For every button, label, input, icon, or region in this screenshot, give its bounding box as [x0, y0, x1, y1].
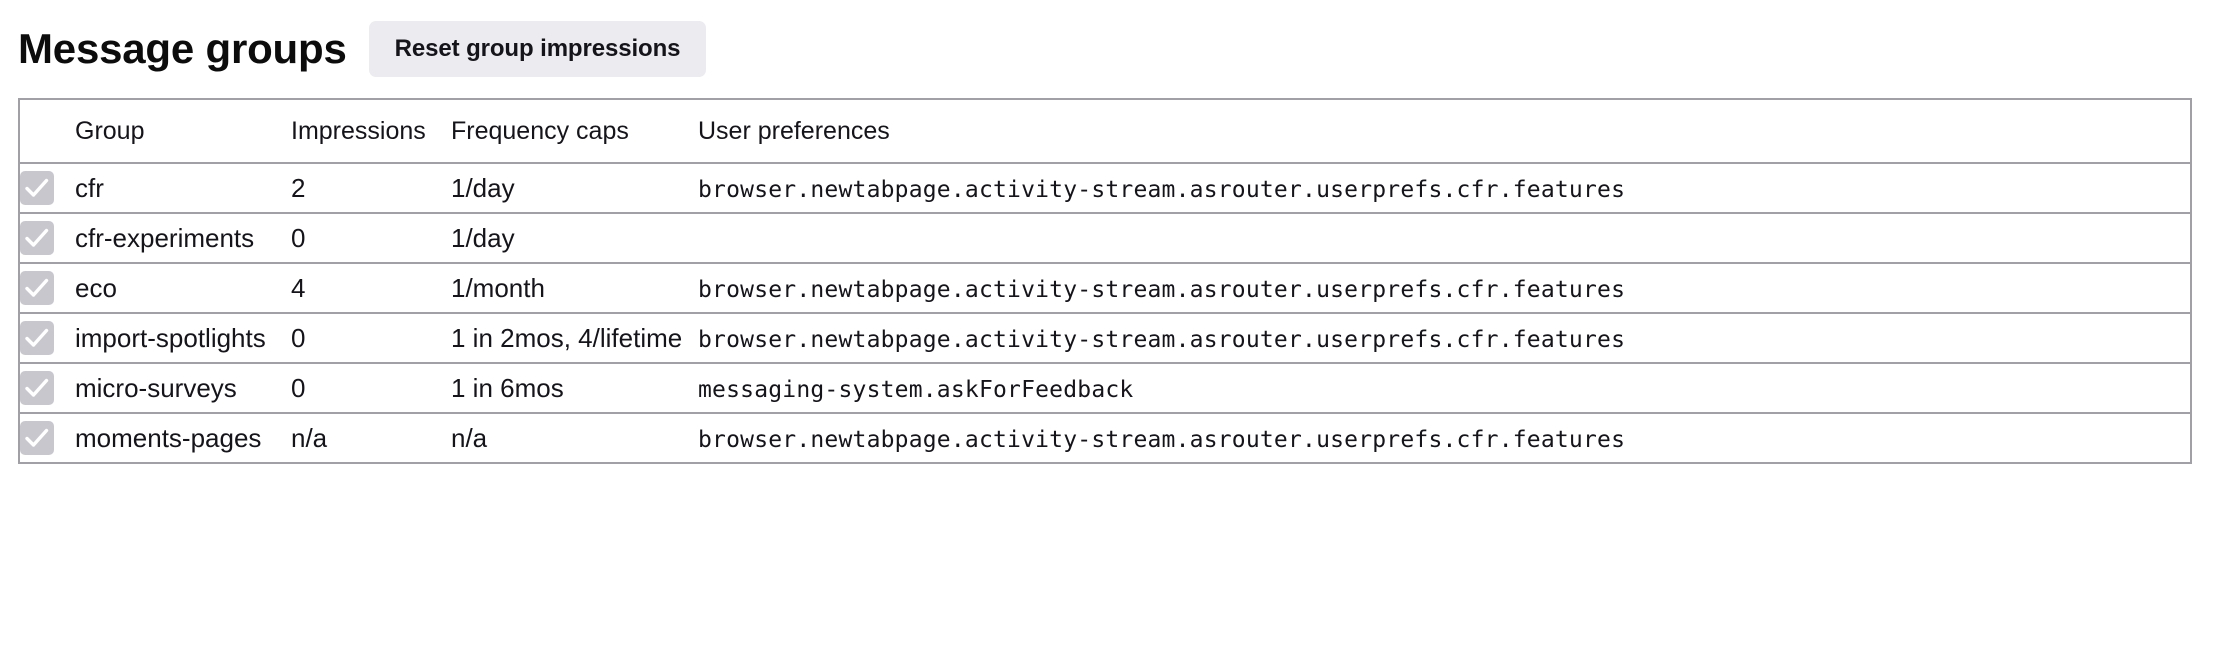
column-header-impressions: Impressions: [291, 99, 451, 164]
cell-impressions: 0: [291, 313, 451, 364]
row-enabled-cell: [19, 263, 75, 314]
row-enabled-cell: [19, 313, 75, 364]
cell-frequency-caps: 1 in 2mos, 4/lifetime: [451, 313, 698, 364]
cell-user-preferences: browser.newtabpage.activity-stream.asrou…: [698, 313, 2191, 364]
checkmark-icon: [25, 278, 49, 297]
cell-impressions: n/a: [291, 422, 328, 453]
column-header-frequency-caps: Frequency caps: [451, 99, 698, 164]
column-header-user-preferences: User preferences: [698, 99, 2191, 164]
cell-impressions: 0: [291, 213, 451, 264]
cell-group: moments-pages: [75, 422, 262, 453]
cell-frequency-caps: 1/day: [451, 163, 698, 214]
cell-group: cfr-experiments: [75, 213, 291, 264]
message-groups-table: Group Impressions Frequency caps User pr…: [18, 98, 2192, 464]
cell-user-preferences: browser.newtabpage.activity-stream.asrou…: [698, 163, 2191, 214]
checkmark-icon: [25, 328, 49, 347]
cell-user-preferences: messaging-system.askForFeedback: [698, 363, 2191, 414]
user-preference-path: messaging-system.askForFeedback: [698, 376, 1134, 403]
cell-group: import-spotlights: [75, 313, 291, 364]
row-enabled-cell: [19, 363, 75, 414]
cell-frequency-caps: 1/month: [451, 263, 698, 314]
group-enabled-checkbox[interactable]: [20, 171, 54, 206]
cell-frequency-caps: n/a: [451, 422, 488, 453]
checkmark-icon: [25, 178, 49, 197]
cell-user-preferences: [698, 213, 2191, 264]
cell-frequency-caps: 1 in 6mos: [451, 363, 698, 414]
group-enabled-checkbox[interactable]: [20, 321, 54, 356]
user-preference-path: browser.newtabpage.activity-stream.asrou…: [698, 426, 1626, 453]
page-header: Message groups Reset group impressions: [0, 0, 2236, 98]
cell-group: eco: [75, 263, 291, 314]
cell-group: micro-surveys: [75, 363, 291, 414]
cell-group: cfr: [75, 163, 291, 214]
user-preference-path: browser.newtabpage.activity-stream.asrou…: [698, 326, 1626, 353]
page-title: Message groups: [18, 25, 347, 72]
group-enabled-checkbox[interactable]: [20, 221, 54, 256]
user-preference-path: browser.newtabpage.activity-stream.asrou…: [698, 176, 1626, 203]
row-enabled-cell: [19, 163, 75, 214]
checkmark-icon: [25, 378, 49, 397]
table-header-row: Group Impressions Frequency caps User pr…: [19, 99, 2191, 164]
checkmark-icon: [25, 428, 49, 447]
group-enabled-checkbox[interactable]: [20, 271, 54, 306]
reset-group-impressions-button[interactable]: Reset group impressions: [368, 21, 707, 77]
row-enabled-cell: [19, 213, 75, 264]
message-groups-table-container: Group Impressions Frequency caps User pr…: [0, 98, 2236, 464]
column-header-checkbox: [19, 99, 75, 164]
user-preference-path: browser.newtabpage.activity-stream.asrou…: [698, 276, 1626, 303]
table-row: moments-pages n/a n/a browser.newtabpage.ac…: [19, 413, 2191, 463]
group-enabled-checkbox[interactable]: [20, 421, 54, 456]
table-header: Group Impressions Frequency caps User pr…: [19, 99, 2191, 164]
cell-user-preferences: browser.newtabpage.activity-stream.asrou…: [698, 263, 2191, 314]
column-header-group: Group: [75, 99, 291, 164]
cell-impressions: 2: [291, 163, 451, 214]
group-enabled-checkbox[interactable]: [20, 371, 54, 406]
checkmark-icon: [25, 228, 49, 247]
cell-impressions: 4: [291, 263, 451, 314]
cell-frequency-caps: 1/day: [451, 213, 698, 264]
cell-impressions: 0: [291, 363, 451, 414]
cell-user-preferences: browser.newtabpage.activity-stream.asrou…: [698, 413, 2191, 463]
row-enabled-cell: [19, 413, 75, 463]
